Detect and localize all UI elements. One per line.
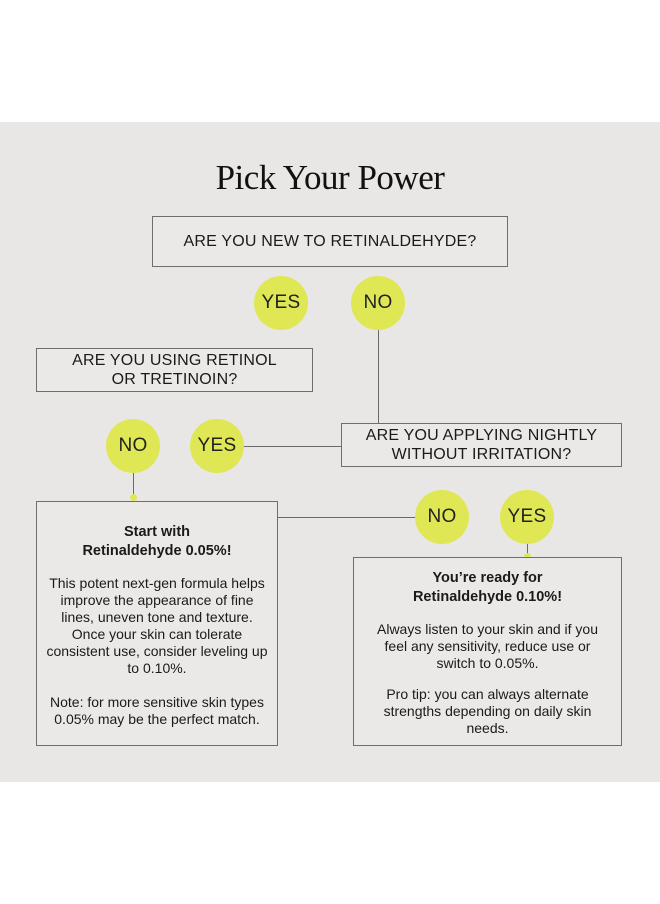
answer-no-new: NO: [351, 276, 405, 330]
answer-yes-nightly: YES: [500, 490, 554, 544]
connector-no2-to-card005: [274, 517, 416, 518]
answer-yes-retinol: YES: [190, 419, 244, 473]
answer-no-retinol: NO: [106, 419, 160, 473]
question-1-text: ARE YOU NEW TO RETINALDEHYDE?: [183, 233, 477, 250]
answer-no-nightly: NO: [415, 490, 469, 544]
connector-dot-card005-top: [130, 494, 137, 501]
card-010-body-2: Pro tip: you can always alternate streng…: [383, 686, 592, 736]
page-title: Pick Your Power: [215, 158, 445, 197]
connector-dot-card010-top: [524, 553, 531, 560]
result-card-retinaldehyde-010: You’re ready for Retinaldehyde 0.10%! Al…: [353, 557, 622, 746]
card-010-heading-1: You’re ready for: [432, 570, 543, 586]
connector-yes-to-q3: [243, 446, 342, 447]
question-2-line-2: OR TRETINOIN?: [111, 371, 238, 388]
connector-no-to-card005: [133, 473, 134, 497]
card-005-body-2: Note: for more sensitive skin types 0.05…: [50, 694, 264, 727]
card-010-body-1: Always listen to your skin and if you fe…: [377, 621, 598, 671]
answer-yes-new: YES: [254, 276, 308, 330]
question-using-retinol: ARE YOU USING RETINOL OR TRETINOIN?: [36, 348, 313, 392]
result-card-retinaldehyde-005: Start with Retinaldehyde 0.05%! This pot…: [36, 501, 278, 746]
question-new-to-retinaldehyde: ARE YOU NEW TO RETINALDEHYDE?: [152, 216, 508, 267]
connector-yes2-to-card010: [527, 544, 528, 556]
question-3-line-2: WITHOUT IRRITATION?: [391, 446, 572, 463]
card-005-heading-2: Retinaldehyde 0.05%!: [82, 543, 232, 559]
question-2-line-1: ARE YOU USING RETINOL: [72, 352, 277, 369]
connector-no-to-q3: [378, 330, 379, 425]
card-005-body-1: This potent next-gen formula helps impro…: [46, 575, 268, 676]
question-applying-nightly: ARE YOU APPLYING NIGHTLY WITHOUT IRRITATI…: [341, 423, 622, 467]
card-005-heading-1: Start with: [123, 524, 191, 540]
question-3-line-1: ARE YOU APPLYING NIGHTLY: [365, 427, 598, 444]
card-010-heading-2: Retinaldehyde 0.10%!: [412, 589, 563, 605]
